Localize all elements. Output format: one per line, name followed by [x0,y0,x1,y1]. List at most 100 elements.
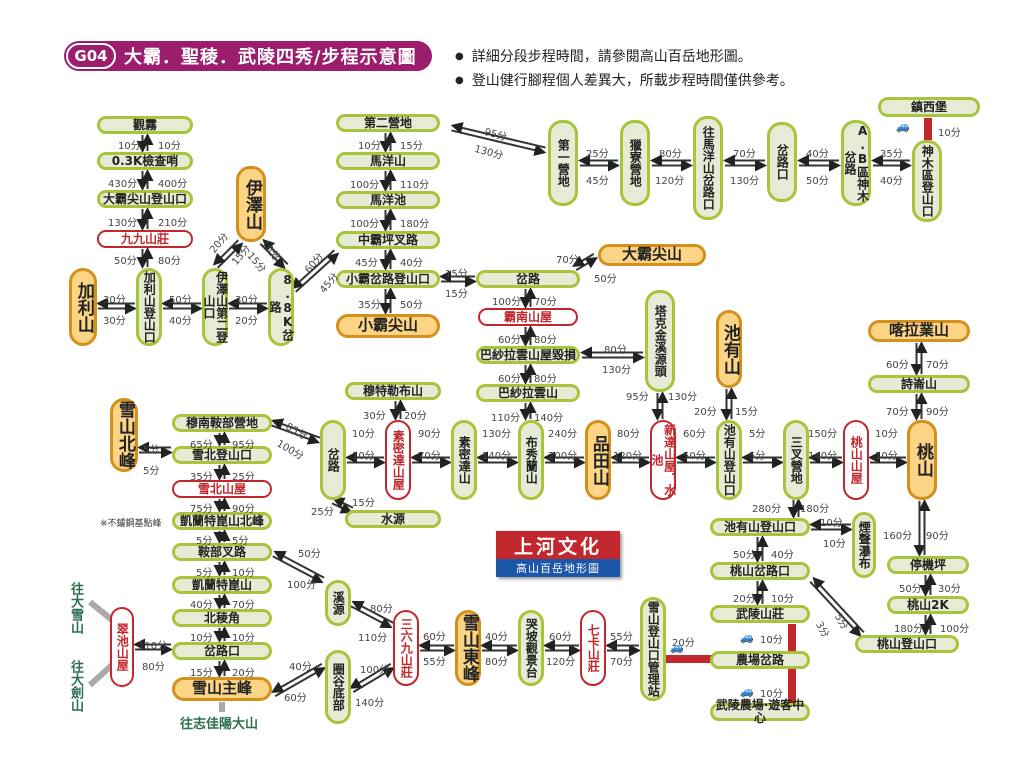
time-label-sumidahut-sumida-1: 70分 [418,451,441,462]
time-label-chalu-banan-0: 100分 [492,297,522,308]
node-sancha: 三叉營地 [783,420,809,500]
route-arrow-pair [741,451,784,469]
node-munan: 穆南鞍部營地 [172,414,272,432]
route-arrow-pair [439,270,477,288]
time-label-taoshan-tingji-1: 90分 [926,531,949,542]
time-label-chi-zhongba-0: 100分 [350,219,380,230]
note-detail: 詳細分段步程時間，請參閱高山百岳地形圖。 [455,46,752,66]
node-nongchangfork: 農場岔路 [710,651,810,669]
node-xuebeitrail: 雪北登山口 [172,446,272,464]
node-kelaye: 喀拉業山 [868,320,970,342]
node-shenmutrail: 神木區登山口 [912,140,942,222]
node-chalukou: 岔路口 [767,122,797,202]
route-arrow-pair [809,576,865,638]
route-arrow-pair [410,451,452,469]
time-label-lie-tomayang-1: 120分 [655,176,685,187]
route-arrow-pair [345,451,386,469]
route-arrow-pair [379,208,397,232]
route-arrow-pair [379,248,397,271]
node-anbu: 鞍部叉路 [172,543,272,561]
time-label-pintian-xinda-0: 80分 [617,429,640,440]
route-arrow-pair [379,169,397,192]
node-xiaoba: 小霸尖山 [336,314,440,338]
time-label-anbu-kailan-1: 10分 [232,568,255,579]
road-zhenxibao [924,118,932,140]
time-label-chiyou-chiyoutr-1: 15分 [735,407,758,418]
destination-arrow [88,599,114,623]
node-cuichi: 翠池山屋 [110,607,134,687]
route-arrow-pair [133,638,173,656]
time-label-kailan-beileng-0: 40分 [190,600,213,611]
node-camp1: 第一營地 [548,120,578,206]
time-label-chalu2-sumidahut-1: 10分 [352,451,375,462]
time-label-nongchang-center-0: 10分 [760,689,783,700]
car-icon: 🚙 [670,641,684,654]
route-arrow-pair [161,297,203,315]
route-arrow-pair [136,247,154,269]
route-arrow-pair [651,391,669,421]
route-arrow-pair [213,659,231,678]
node-xiaobatrail: 小霸岔路登山口 [336,270,440,288]
time-label-2k-taotrail-0: 180分 [894,624,924,635]
diagram-title: 大霸．聖稜．武陵四秀/步程示意圖 [124,47,417,68]
route-arrow-pair [136,207,154,231]
time-label-chiyoutr2-yansheng-1: 10分 [823,539,846,550]
node-xueshan: 雪山主峰 [172,677,272,701]
time-label-chalu-banan-1: 70分 [534,297,557,308]
time-label-shiwei-taoshan-1: 90分 [926,407,949,418]
route-arrow-pair [543,639,581,657]
arrow-line [451,129,547,156]
time-label-chk-daba-0: 430分 [108,179,138,190]
time-label-tomayang-chalukou-0: 70分 [733,149,756,160]
route-arrow-pair [913,499,931,557]
node-shuiyuan: 水源 [345,510,441,528]
node-xindahut: 新達山屋．水池 [650,420,677,500]
map-code-badge: G04 [66,43,116,69]
route-arrow-pair [227,297,269,315]
time-label-anbu-xiyuan-0: 50分 [298,549,321,560]
node-sumida: 素密達山 [451,420,477,500]
time-label-kailannorth-anbu-1: 5分 [232,536,249,547]
node-quangu: 圈谷底部 [325,650,351,724]
node-zhongba: 中霸坪叉路 [336,231,440,249]
time-label-xiaobatr-chalu-1: 15分 [445,289,468,300]
time-label-369-xuedong-1: 55分 [423,657,446,668]
node-camp2: 第二營地 [336,114,440,132]
note-disclaimer: 登山健行腳程個人差異大，所載步程時間僅供參考。 [455,70,794,90]
time-label-yize2-88k-1: 20分 [235,316,258,327]
time-label-beileng-chalukou-0: 10分 [190,633,213,644]
time-label-zhenxi-shenmu-0: 10分 [938,128,961,139]
road-station-nongchang [666,655,712,663]
time-label-takejin-xinda-1: 130分 [668,392,698,403]
route-arrow-pair [519,401,537,421]
node-daba: 大霸尖山 [598,244,706,266]
car-icon: 🚙 [740,685,754,698]
time-label-kupo-qika-0: 60分 [549,632,572,643]
time-label-369-xuedong-0: 60分 [423,632,446,643]
arrow-line [812,576,865,633]
time-label-chiyoutr2-yansheng-0: 10分 [820,518,843,529]
route-arrow-pair [919,573,937,597]
arrow-line [809,581,862,638]
time-label-chk-daba-1: 400分 [158,179,188,190]
time-label-xuedong-kupo-1: 80分 [485,657,508,668]
route-arrow-pair [480,639,519,657]
time-label-wuling-nongchang-0: 10分 [760,635,783,646]
time-label-sancha-chiyoutr2-1: 180分 [800,504,830,515]
time-label-ruins-takejin-0: 80分 [604,345,627,356]
node-mutelebu: 穆特勒布山 [345,382,441,400]
route-arrow-pair [910,392,928,421]
time-label-chalu2-shuiyuan-1: 15分 [352,498,375,509]
time-label-daba-jiujiu-1: 210分 [158,218,188,229]
time-label-beileng-chalukou-1: 10分 [232,633,255,644]
time-label-chalu2-sumidahut-0: 10分 [352,429,375,440]
time-label-guanwu-chk-1: 10分 [158,141,181,152]
route-arrow-pair [213,431,231,447]
time-label-chiyoutr2-taofork-1: 40分 [771,550,794,561]
dest-daxue: 往大雪山 [68,582,83,634]
time-label-ruins-basha-0: 60分 [498,374,521,385]
node-jialishan: 加利山 [69,268,97,346]
route-arrow-pair [809,518,853,536]
time-label-kupo-qika-1: 120分 [546,657,576,668]
time-label-zhongba-xiaobatr-1: 40分 [400,258,423,269]
